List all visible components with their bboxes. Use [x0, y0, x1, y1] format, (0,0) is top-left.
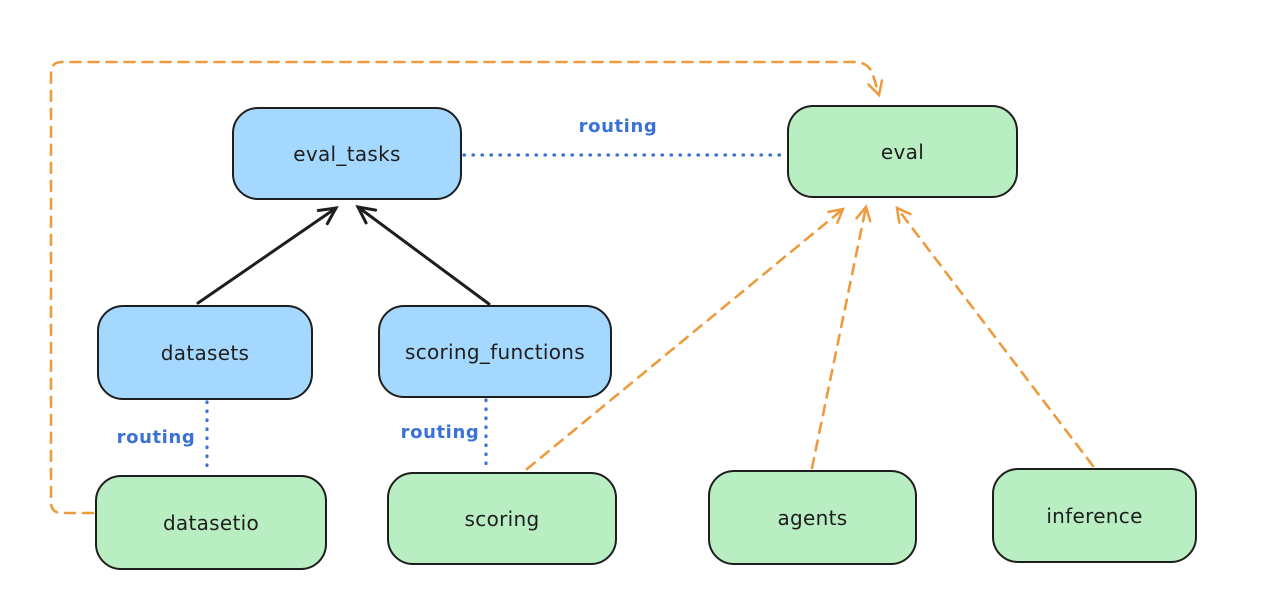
node-scoring: scoring	[387, 472, 617, 565]
edge-label-routing-eval-tasks-eval: routing	[578, 116, 658, 137]
edge-scoring-to-eval	[525, 207, 846, 471]
node-eval-tasks-label: eval_tasks	[293, 141, 401, 166]
edge-label-routing-scoring-functions-scoring: routing	[400, 422, 480, 443]
node-eval: eval	[787, 105, 1018, 198]
edge-inference-to-eval	[895, 205, 1095, 468]
node-datasetio-label: datasetio	[162, 510, 260, 535]
node-inference: inference	[992, 468, 1197, 563]
node-scoring-label: scoring	[464, 506, 540, 531]
edge-datasets-to-eval-tasks	[196, 206, 339, 305]
edge-datasetio-to-eval-loop	[49, 60, 884, 515]
edge-label-routing-datasets-datasetio: routing	[116, 427, 196, 448]
edge-agents-to-eval	[810, 204, 872, 470]
edge-scoring-functions-to-eval-tasks	[355, 205, 491, 306]
node-datasets: datasets	[97, 305, 313, 400]
node-inference-label: inference	[1046, 503, 1143, 528]
node-agents: agents	[708, 470, 917, 565]
node-datasets-label: datasets	[160, 340, 250, 365]
node-scoring-functions: scoring_functions	[378, 305, 612, 398]
node-datasetio: datasetio	[95, 475, 327, 570]
node-agents-label: agents	[777, 505, 848, 530]
node-eval-tasks: eval_tasks	[232, 107, 462, 200]
node-scoring-functions-label: scoring_functions	[404, 339, 586, 364]
node-eval-label: eval	[880, 139, 925, 164]
